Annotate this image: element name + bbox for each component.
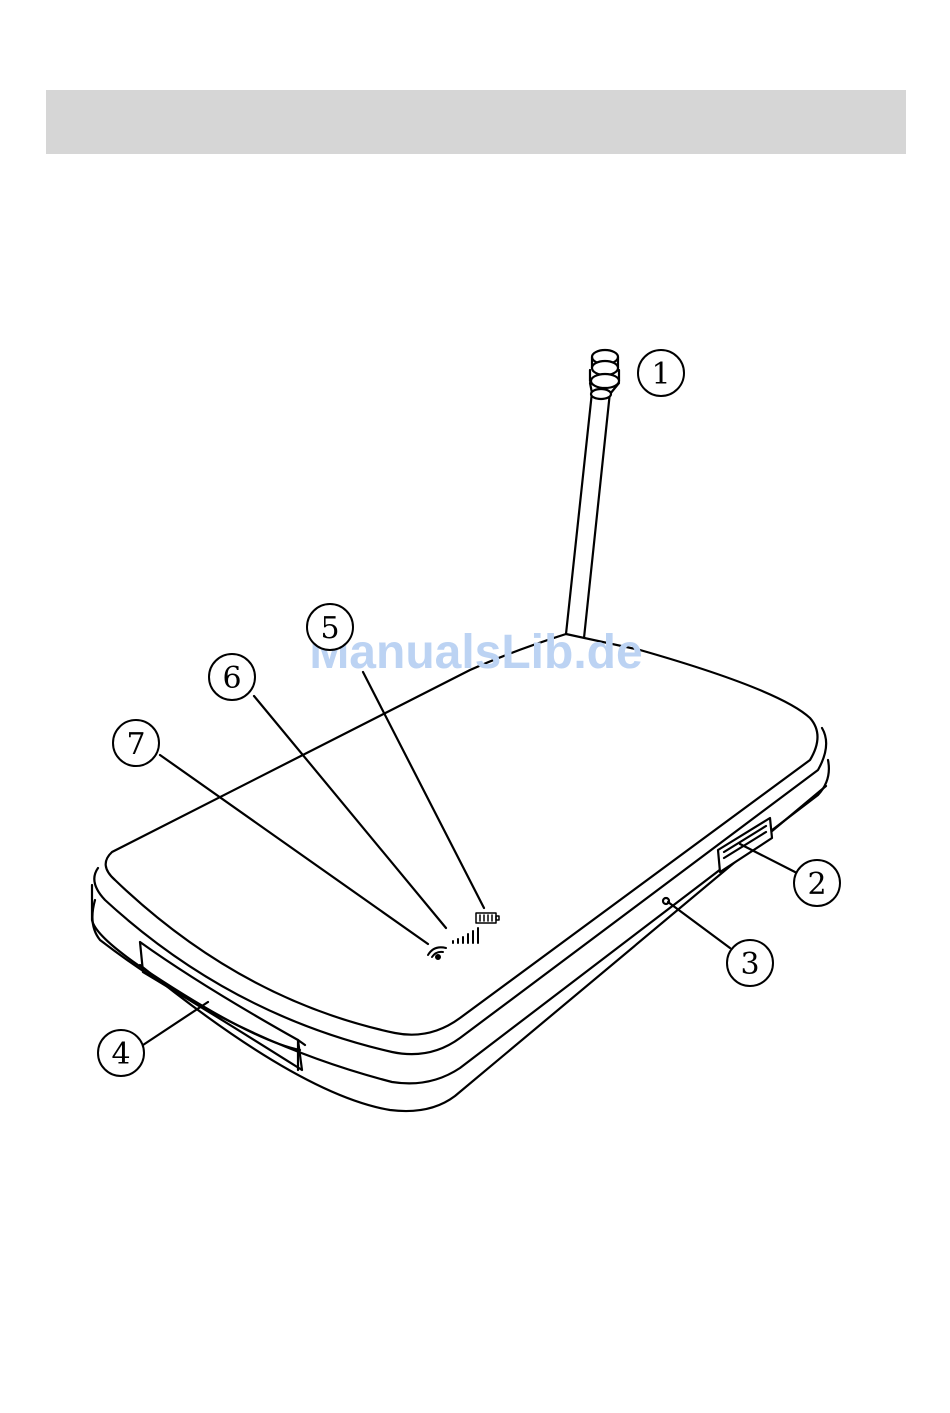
watermark: ManualsLib.de [309,626,642,679]
antenna-icon [566,350,619,638]
device-top-face [106,634,818,1035]
battery-icon [476,913,499,923]
callout-6-signal: 6 [222,661,241,696]
callout-1-antenna: 1 [651,357,670,392]
callout-3-reset: 3 [740,947,759,982]
callout-4-front: 4 [111,1037,130,1072]
callout-5-battery: 5 [320,611,339,646]
callout-2-slot: 2 [807,867,826,902]
callout-7-wifi: 7 [126,727,145,762]
